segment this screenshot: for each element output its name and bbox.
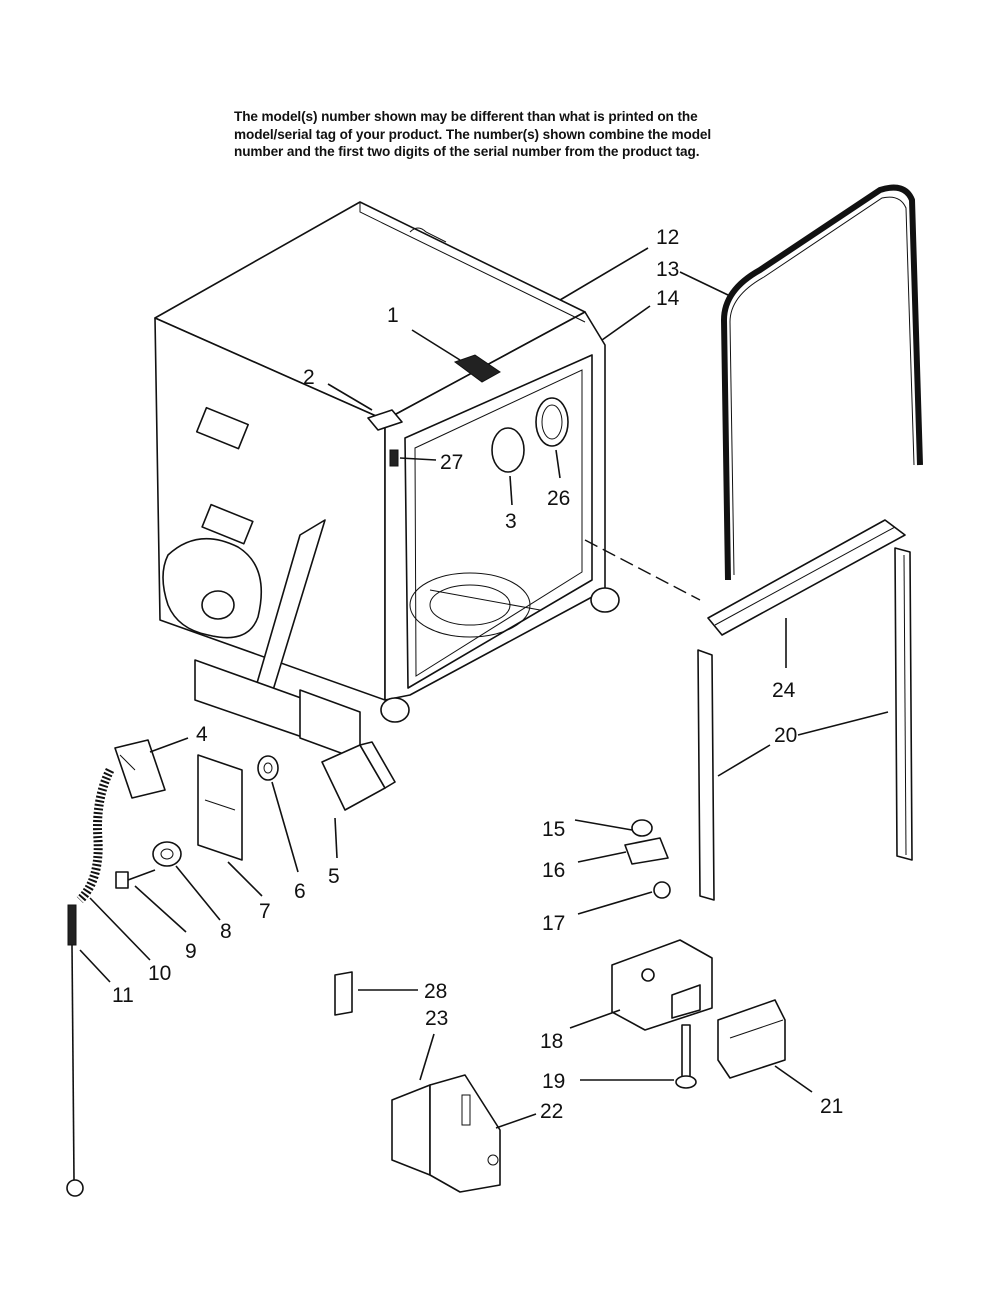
callout-7: 7	[259, 900, 271, 923]
part-4-bracket	[114, 739, 166, 799]
part-23-panel	[391, 1084, 431, 1176]
part-15-knob	[631, 819, 653, 837]
callout-18: 18	[540, 1030, 563, 1053]
part-17-screw	[653, 881, 671, 899]
callout-1: 1	[387, 304, 399, 327]
callout-6: 6	[294, 880, 306, 903]
callout-10: 10	[148, 962, 171, 985]
callout-9: 9	[185, 940, 197, 963]
callout-16: 16	[542, 859, 565, 882]
part-26-vent	[535, 397, 569, 447]
callout-24: 24	[772, 679, 796, 702]
part-16-clip	[624, 837, 669, 865]
part-10-coil-hose	[76, 767, 115, 904]
model-number-note: The model(s) number shown may be differe…	[234, 108, 794, 161]
callout-5: 5	[328, 865, 340, 888]
part-20-side-strips	[697, 547, 913, 901]
callout-3: 3	[505, 510, 517, 533]
callout-19: 19	[542, 1070, 565, 1093]
part-3-gasket-ring	[491, 427, 525, 473]
callout-4: 4	[196, 723, 208, 746]
callout-12: 12	[656, 226, 679, 249]
callout-20: 20	[774, 724, 797, 747]
callout-26: 26	[547, 487, 570, 510]
part-1-vent-grille	[453, 354, 501, 383]
callout-2: 2	[303, 366, 315, 389]
callout-8: 8	[220, 920, 232, 943]
part-6-nut	[257, 755, 279, 781]
part-13-door-gasket	[721, 184, 923, 581]
note-line-2: model/serial tag of your product. The nu…	[234, 126, 712, 142]
part-21-channel	[717, 999, 786, 1079]
callout-17: 17	[542, 912, 565, 935]
tub-assembly	[154, 201, 701, 761]
part-22-bracket	[429, 1074, 501, 1193]
callout-11: 11	[112, 984, 134, 1007]
part-5-bracket	[321, 741, 396, 811]
part-9-bolt	[115, 869, 156, 889]
callout-15: 15	[542, 818, 565, 841]
part-24-strip	[707, 519, 906, 636]
part-8-roller	[152, 841, 182, 867]
note-line-1: The model(s) number shown may be differe…	[234, 109, 698, 124]
note-line-3: number and the first two digits of the s…	[234, 144, 700, 159]
callout-21: 21	[820, 1095, 843, 1118]
callout-labels: 1 2 3 4 5 6 7 8 9 10 11 12 13 14 15 16 1…	[112, 226, 843, 1123]
callout-13: 13	[656, 258, 679, 281]
part-2-bracket	[367, 409, 403, 431]
part-11-cable	[66, 904, 84, 1197]
leader-lines	[79, 247, 889, 1129]
callout-23: 23	[425, 1007, 448, 1030]
callout-14: 14	[656, 287, 680, 310]
part-19-bolt	[675, 1024, 697, 1089]
callout-28: 28	[424, 980, 447, 1003]
part-7-plate	[197, 754, 243, 861]
part-28-clip	[334, 971, 353, 1016]
callout-22: 22	[540, 1100, 563, 1123]
part-18-hinge-bracket	[611, 939, 713, 1031]
callout-27: 27	[440, 451, 463, 474]
part-27-screw	[389, 449, 399, 467]
